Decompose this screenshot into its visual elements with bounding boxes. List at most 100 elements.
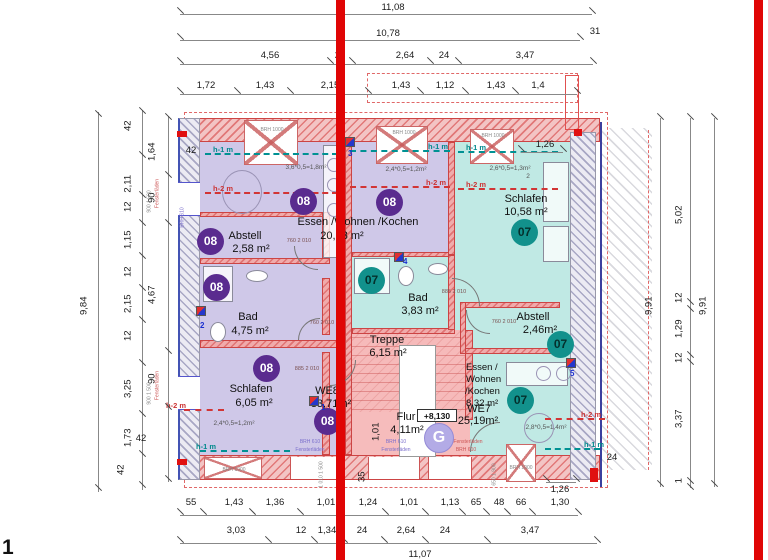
left-wall xyxy=(178,118,200,480)
room-bad7-area: 3,83 m² xyxy=(401,305,439,317)
toilet-we7 xyxy=(398,266,414,286)
window-label: BRH 610 xyxy=(455,447,477,453)
tick xyxy=(176,56,185,65)
redfill-corner xyxy=(177,131,187,137)
window-label: Fensterläden xyxy=(295,447,325,453)
dim-top-total: 11,08 xyxy=(381,2,405,13)
window-label: Fensterläden xyxy=(381,447,411,453)
window-label: Fensterläden xyxy=(453,439,483,445)
marker-icon xyxy=(566,358,576,368)
dim: 65 xyxy=(470,497,482,508)
tick xyxy=(503,507,512,516)
window-label-v: 650 1 900 xyxy=(491,463,498,486)
window-label-v: 1 010 1 500 xyxy=(318,461,325,488)
roof-area-note: 2,6*0,5=1,3m² xyxy=(489,165,531,172)
bed-we7 xyxy=(543,162,569,222)
window-label: BRH 1000 xyxy=(392,130,416,136)
dim-line xyxy=(180,515,578,516)
tick xyxy=(482,507,491,516)
tick xyxy=(248,507,257,516)
window-gap xyxy=(368,457,420,479)
dim: 3,47 xyxy=(515,50,535,61)
unit-badge-we7: 07 xyxy=(511,219,538,246)
iwall-we7-left xyxy=(448,142,455,255)
tick xyxy=(593,535,602,544)
marker-icon xyxy=(196,306,206,316)
roof-window-4 xyxy=(506,444,536,482)
dim-wall-42-top: 42 xyxy=(185,145,197,156)
window-label-v: Fensterläden xyxy=(154,178,161,209)
hob-circle xyxy=(556,366,571,381)
tick xyxy=(286,86,295,95)
roof-area-note: 3,6*0,5=1,8m² xyxy=(285,164,327,171)
dim: 4,56 xyxy=(260,50,280,61)
window-gap xyxy=(290,457,338,479)
dim: 66 xyxy=(515,497,527,508)
iwall-bad7-bottom xyxy=(352,328,455,334)
roof-area-note: 2,4*0,5=1,2m² xyxy=(385,166,427,173)
dim: 1,34 xyxy=(317,525,337,536)
window-gap-left-1 xyxy=(178,182,200,216)
dim: 1,12 xyxy=(435,80,455,91)
dim-v: 42 xyxy=(122,120,134,132)
room-abstell7-name: Abstell xyxy=(516,311,550,323)
dim: 1,13 xyxy=(440,497,460,508)
dim-line xyxy=(521,152,563,153)
tick xyxy=(421,507,430,516)
height-line-2m xyxy=(184,409,224,411)
dim-101-flur: 1,01 xyxy=(370,422,382,442)
dim: 1,43 xyxy=(255,80,275,91)
tick xyxy=(454,56,463,65)
marker-num: 3 xyxy=(348,149,353,158)
dim: 3,03 xyxy=(226,525,246,536)
tick xyxy=(574,507,583,516)
dim-v: 1 xyxy=(673,478,685,484)
marker-icon xyxy=(345,137,355,147)
sink-we8 xyxy=(246,270,268,282)
door-size: 760 2 010 xyxy=(491,319,517,325)
unit-we7-area: 25,19m² xyxy=(457,415,499,427)
tick xyxy=(176,535,185,544)
dim-v: 1,64 xyxy=(146,142,158,162)
tick xyxy=(310,535,319,544)
window-label-v: Fensterläden xyxy=(154,370,161,401)
dim-v: 12 xyxy=(673,352,685,364)
tick xyxy=(589,56,598,65)
room-treppe-area: 6,15 m² xyxy=(369,347,407,359)
height-line-1m xyxy=(545,448,600,450)
window-gap xyxy=(428,457,472,479)
window-bottom-left xyxy=(204,457,262,479)
dim: 55 xyxy=(185,497,197,508)
window-label: BRH 1000 xyxy=(481,133,505,139)
overlay-line-right xyxy=(754,0,763,560)
top-dashed-box xyxy=(367,73,578,103)
marker-icon xyxy=(394,252,404,262)
dim-top-inner: 10,78 xyxy=(376,28,400,39)
iwall-abstell8-bottom xyxy=(200,258,330,264)
tick xyxy=(588,6,597,15)
dim: 1,43 xyxy=(224,497,244,508)
height-line-2m xyxy=(458,188,558,190)
unit-we8-name: WE8 xyxy=(315,385,339,397)
marker-num: 4 xyxy=(403,257,408,266)
tick xyxy=(380,535,389,544)
dim: 12 xyxy=(295,525,307,536)
dim-line-v xyxy=(168,116,169,482)
dim: 1,01 xyxy=(316,497,336,508)
room-essen7-line1: Essen / xyxy=(466,362,498,373)
door-size: 760 2 010 xyxy=(309,320,335,326)
tick xyxy=(381,507,390,516)
roof-window-1 xyxy=(244,120,298,165)
table-we7 xyxy=(524,413,554,443)
height-line-1m xyxy=(200,450,290,452)
hob-circle xyxy=(536,366,551,381)
dim-line-v xyxy=(142,110,143,490)
tick xyxy=(348,56,357,65)
h2-label: h-2 m xyxy=(426,178,447,187)
iwall-bad8-bottom xyxy=(200,340,345,348)
h1-label: h-1 m xyxy=(213,145,234,154)
dim-line xyxy=(180,14,592,15)
window-label-v: 900 1 500 xyxy=(146,190,153,213)
dim: 48 xyxy=(493,497,505,508)
room-bad8-area: 4,75 m² xyxy=(231,325,269,337)
